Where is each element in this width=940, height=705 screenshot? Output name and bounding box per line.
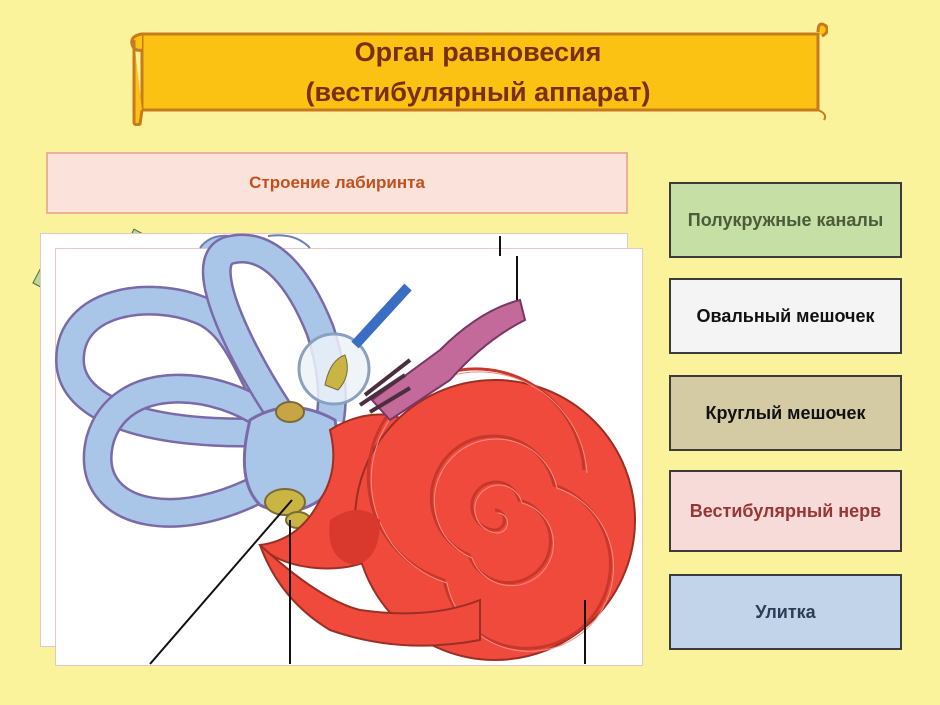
label-saccule[interactable]: Круглый мешочек — [669, 375, 902, 451]
label-semicircular-canals[interactable]: Полукружные каналы — [669, 182, 902, 258]
vestibular-nerve — [358, 298, 527, 422]
label-vestibular-nerve[interactable]: Вестибулярный нерв — [669, 470, 902, 552]
label-utricle[interactable]: Овальный мешочек — [669, 278, 902, 354]
scroll-shape — [130, 22, 828, 126]
page-title-line2: (вестибулярный аппарат) — [305, 77, 651, 107]
cochlea — [258, 367, 636, 661]
label-text: Полукружные каналы — [687, 210, 884, 230]
leader-line-1 — [149, 499, 293, 665]
label-cochlea[interactable]: Улитка — [669, 574, 902, 650]
label-text: Вестибулярный нерв — [689, 501, 882, 521]
label-text: Круглый мешочек — [705, 403, 866, 423]
subtitle: Строение лабиринта — [46, 152, 628, 214]
page-title-line1: Орган равновесия — [354, 37, 602, 67]
title-banner: Орган равновесия (вестибулярный аппарат) — [128, 22, 828, 126]
semicircular-canals — [54, 233, 347, 529]
label-text: Овальный мешочек — [696, 306, 875, 326]
label-text: Улитка — [755, 602, 816, 622]
pointer-icon — [351, 283, 412, 349]
